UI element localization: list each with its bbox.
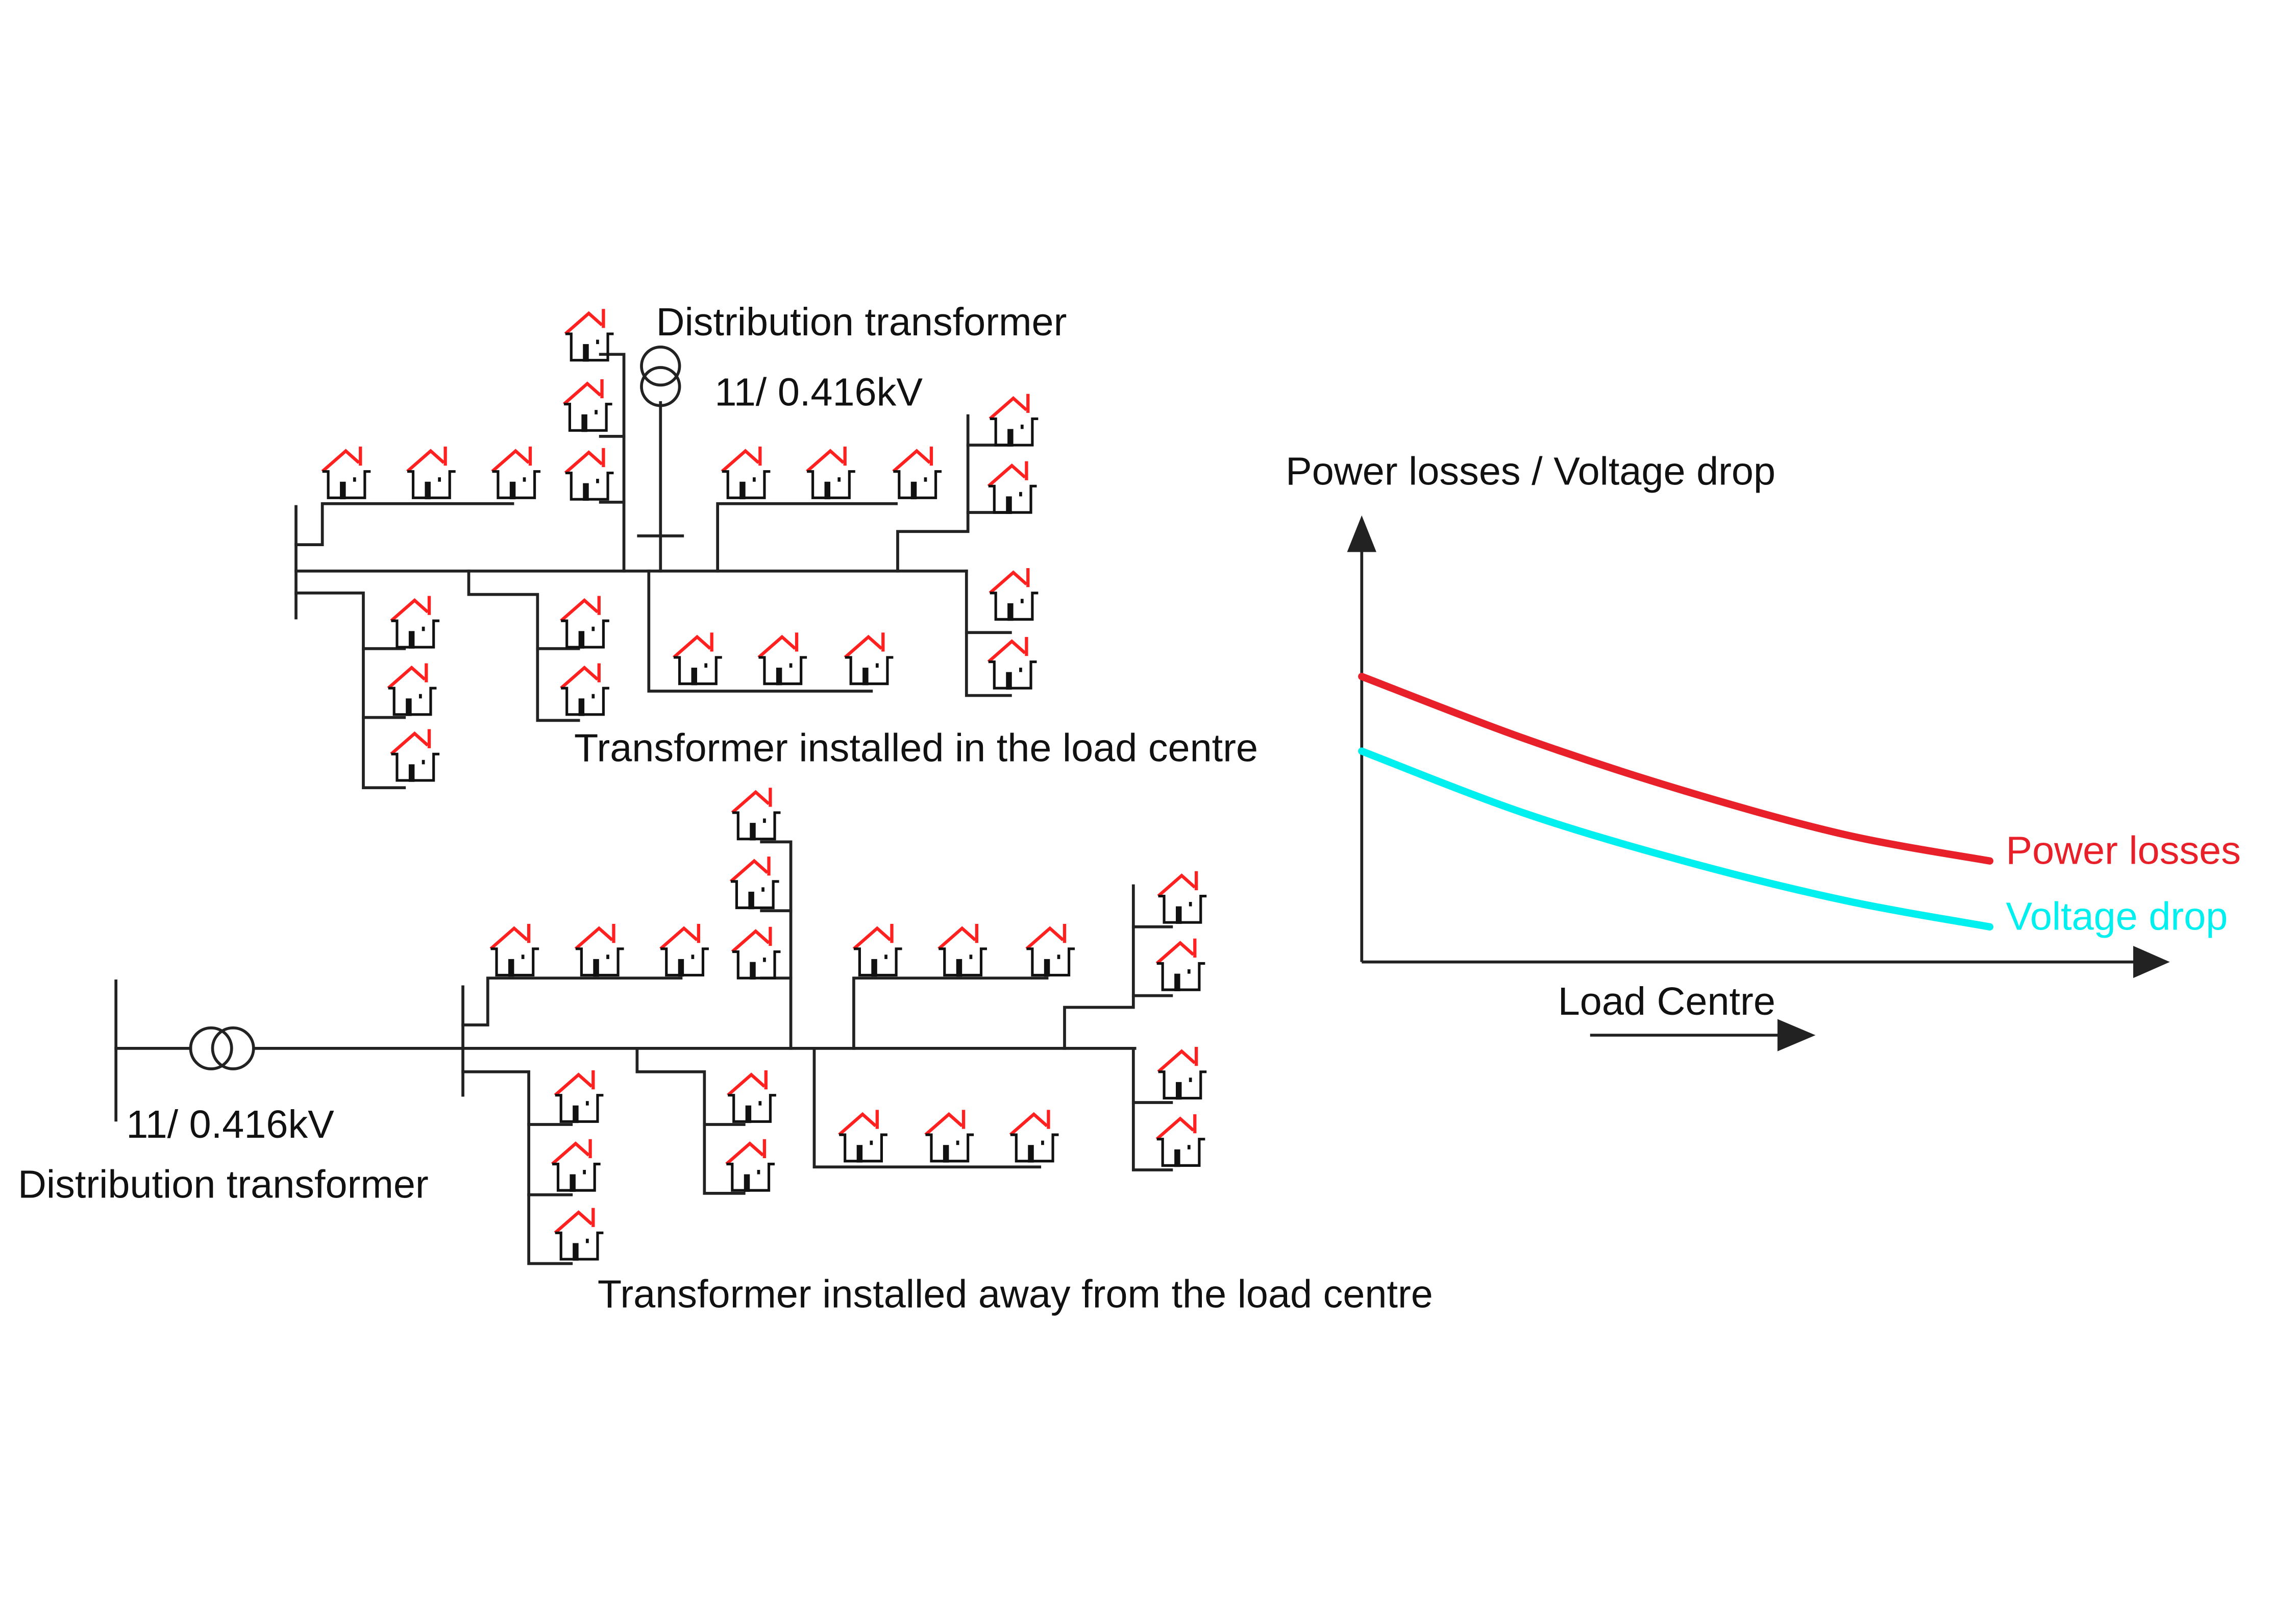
house-icon: [660, 924, 709, 976]
house-icon: [1010, 1110, 1059, 1162]
transformer-icon: [189, 1026, 255, 1070]
bottom-transformer-label: Distribution transformer: [18, 1162, 429, 1206]
top-transformer-label: Distribution transformer: [656, 300, 1067, 344]
house-icon: [939, 924, 987, 976]
house-icon: [564, 379, 612, 432]
house-icon: [722, 447, 771, 499]
house-icon: [807, 447, 855, 499]
house-icon: [391, 596, 439, 648]
losses-chart: Power losses / Voltage drop Load Centre …: [1286, 449, 2241, 1051]
top-houses: [323, 309, 1039, 782]
house-icon: [732, 788, 781, 840]
house-icon: [854, 924, 902, 976]
house-icon: [728, 1070, 776, 1123]
house-icon: [491, 924, 539, 976]
top-network-wires: [294, 353, 1012, 790]
bottom-network-wires: [114, 840, 1173, 1265]
chart-xlabel: Load Centre: [1558, 980, 1775, 1023]
series-line-voltage-drop: [1358, 747, 1994, 931]
transformer-icon: [640, 345, 681, 407]
house-icon: [989, 461, 1037, 514]
house-icon: [1157, 1114, 1205, 1167]
house-icon: [323, 447, 371, 499]
house-icon: [407, 447, 456, 499]
house-icon: [561, 596, 609, 648]
house-icon: [565, 448, 614, 501]
y-axis-arrowhead: [1347, 515, 1376, 552]
house-icon: [893, 447, 942, 499]
house-icon: [1026, 924, 1075, 976]
house-icon: [555, 1070, 604, 1123]
series-label-voltage-drop: Voltage drop: [2006, 895, 2228, 939]
chart-ylabel: Power losses / Voltage drop: [1286, 449, 1775, 493]
direction-arrowhead: [1777, 1019, 1816, 1051]
top-rating-label: 11/ 0.416kV: [714, 371, 923, 414]
house-icon: [731, 857, 779, 909]
house-icon: [576, 924, 624, 976]
bottom-network-diagram: 11/ 0.416kV Distribution transformer Tra…: [18, 788, 1433, 1316]
house-icon: [1158, 871, 1207, 924]
bottom-rating-label: 11/ 0.416kV: [126, 1103, 334, 1146]
house-icon: [845, 632, 894, 685]
house-icon: [758, 632, 807, 685]
house-icon: [388, 663, 437, 716]
house-icon: [925, 1110, 974, 1162]
house-icon: [1157, 939, 1205, 991]
house-icon: [674, 632, 722, 685]
top-caption: Transformer installed in the load centre: [574, 726, 1258, 770]
house-icon: [732, 927, 781, 980]
house-icon: [990, 568, 1039, 621]
house-icon: [839, 1110, 887, 1162]
series-line-power-losses: [1358, 673, 1994, 865]
house-icon: [391, 729, 439, 782]
house-icon: [990, 394, 1039, 447]
house-icon: [555, 1208, 604, 1261]
series-label-power-losses: Power losses: [2006, 828, 2241, 872]
house-icon: [552, 1139, 601, 1192]
house-icon: [492, 447, 540, 499]
house-icon: [726, 1139, 775, 1192]
bottom-caption: Transformer installed away from the load…: [598, 1273, 1433, 1316]
house-icon: [989, 637, 1037, 690]
bottom-houses: [491, 788, 1207, 1261]
x-axis-arrowhead: [2133, 946, 2170, 978]
house-icon: [561, 663, 609, 716]
top-network-diagram: Distribution transformer 11/ 0.416kV Tra…: [294, 300, 1258, 790]
house-icon: [1158, 1047, 1207, 1099]
